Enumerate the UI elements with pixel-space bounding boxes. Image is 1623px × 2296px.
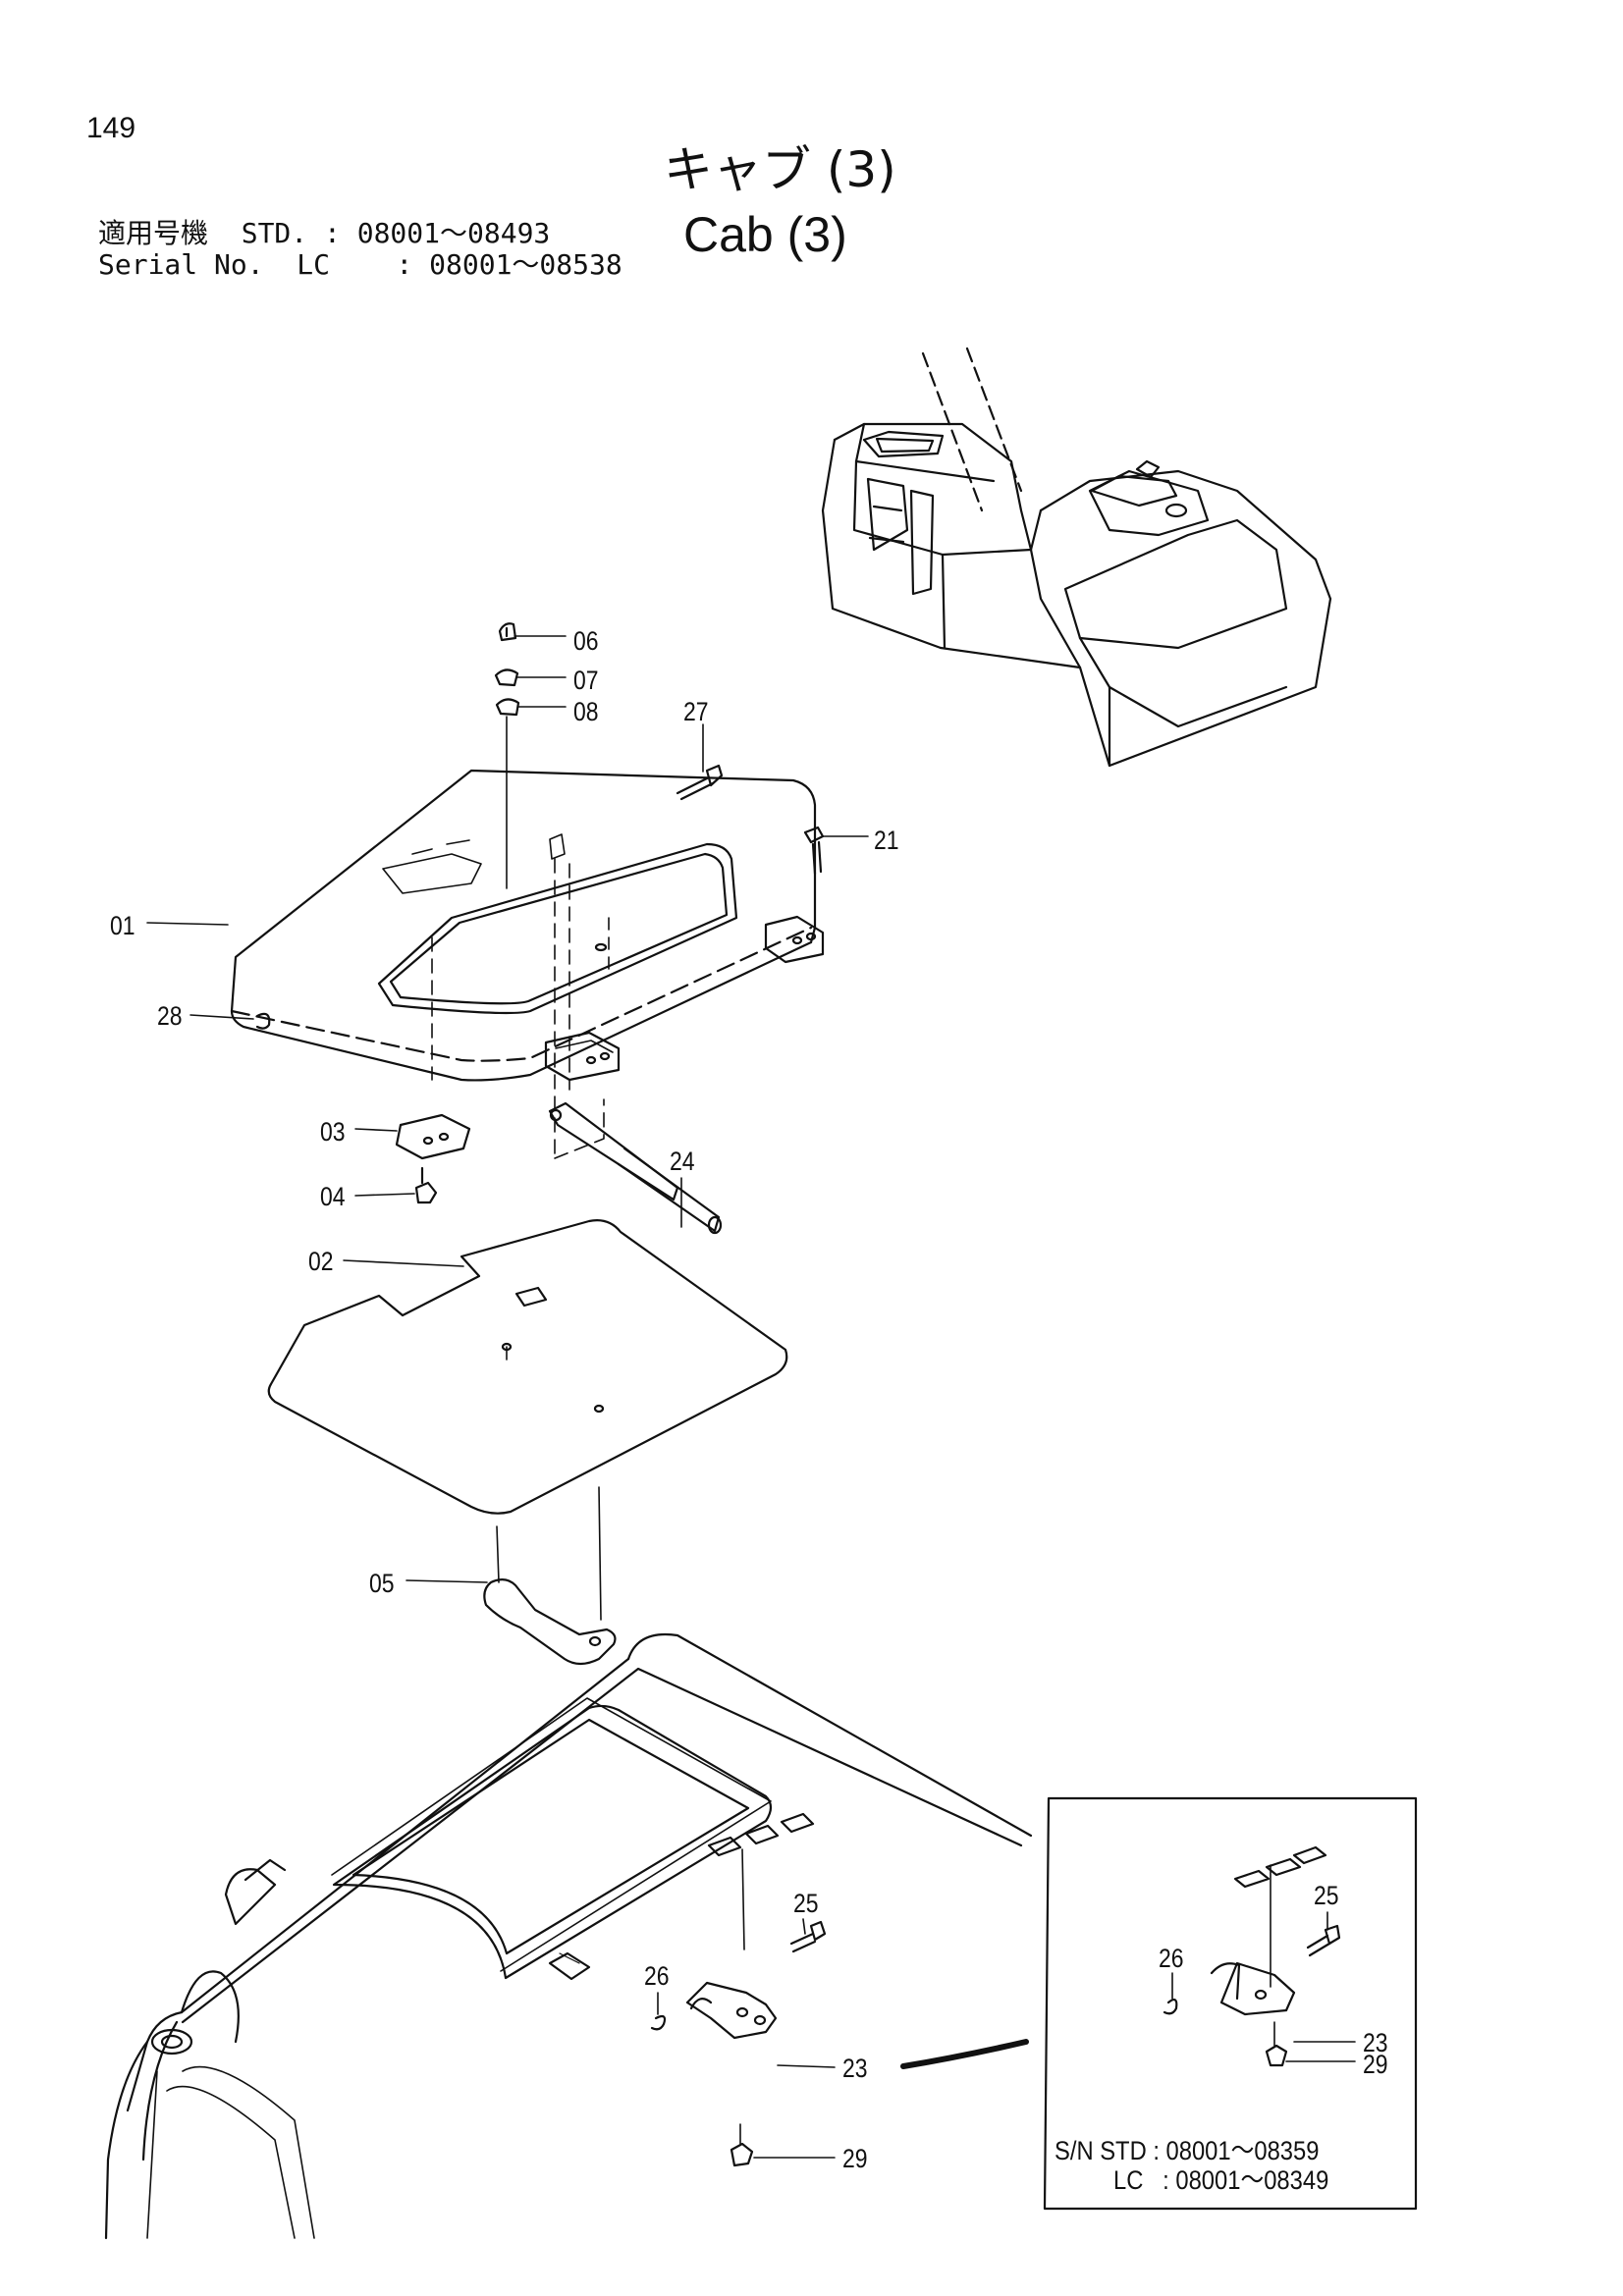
callout-29-inset: 29 bbox=[1363, 2050, 1388, 2079]
page-number: 149 bbox=[86, 112, 136, 144]
serial-line-lc: Serial No. LC : 08001～08538 bbox=[98, 248, 622, 281]
leader-lines bbox=[146, 635, 1356, 2159]
hinge-23-variant bbox=[1163, 1845, 1341, 2067]
callout-26-main: 26 bbox=[644, 1961, 670, 1991]
gas-strut-24 bbox=[548, 1101, 723, 1235]
grab-handle-05 bbox=[483, 1486, 617, 1666]
excavator-overview-illustration bbox=[821, 347, 1332, 768]
callout-28: 28 bbox=[157, 1001, 183, 1031]
callout-21: 21 bbox=[874, 826, 899, 855]
callout-05: 05 bbox=[369, 1569, 395, 1598]
inset-variant-frame bbox=[1043, 1796, 1418, 2211]
cab-roof-body bbox=[104, 1633, 1033, 2240]
title-japanese: キャブ (3) bbox=[664, 141, 896, 198]
callout-08: 08 bbox=[573, 697, 599, 726]
callout-24: 24 bbox=[670, 1147, 695, 1176]
title-english: Cab (3) bbox=[683, 207, 847, 262]
callout-25-inset: 25 bbox=[1314, 1881, 1339, 1910]
callout-29-main: 29 bbox=[842, 2144, 868, 2173]
bolt-27 bbox=[676, 764, 724, 801]
liner-plate-02 bbox=[267, 1219, 788, 1515]
callout-23-main: 23 bbox=[842, 2054, 868, 2083]
inset-note-lc: LC : 08001～08349 bbox=[1113, 2165, 1329, 2195]
bolt-washer-nut-stack bbox=[494, 622, 520, 889]
callout-06: 06 bbox=[573, 626, 599, 656]
inset-note-std: S/N STD : 08001～08359 bbox=[1055, 2136, 1320, 2165]
hinge-23-main bbox=[650, 1920, 827, 2167]
callout-25-main: 25 bbox=[793, 1889, 819, 1918]
callout-04: 04 bbox=[320, 1182, 346, 1211]
roof-cover-part-01 bbox=[230, 769, 825, 1159]
callout-23-inset: 23 bbox=[1363, 2028, 1388, 2057]
callout-03: 03 bbox=[320, 1117, 346, 1147]
bolt-04 bbox=[414, 1166, 438, 1204]
callout-07: 07 bbox=[573, 666, 599, 695]
callout-02: 02 bbox=[308, 1247, 334, 1276]
callout-01: 01 bbox=[110, 911, 135, 940]
clip-28 bbox=[255, 1012, 271, 1030]
callout-27: 27 bbox=[683, 697, 709, 726]
callout-26-inset: 26 bbox=[1159, 1944, 1184, 1973]
bracket-03 bbox=[395, 1113, 471, 1160]
serial-line-std: 適用号機 STD. : 08001～08493 bbox=[98, 217, 551, 249]
